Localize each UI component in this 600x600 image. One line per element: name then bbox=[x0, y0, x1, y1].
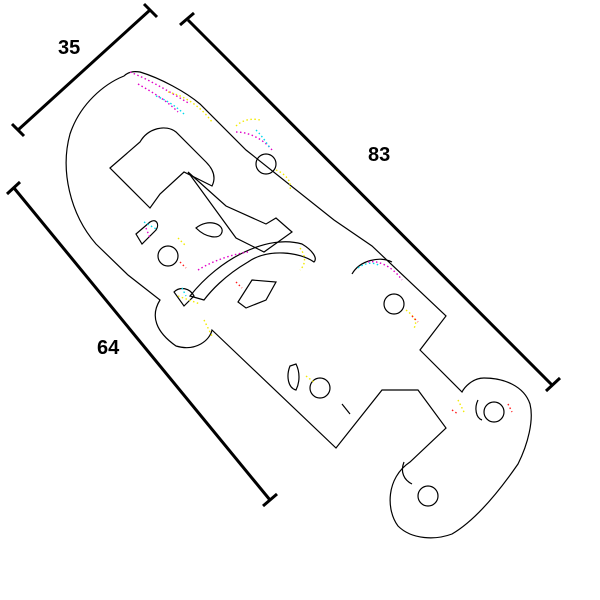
dimension-label-left: 64 bbox=[97, 337, 120, 359]
hole bbox=[417, 485, 439, 507]
dimension-tick bbox=[142, 2, 159, 19]
dimension-label-top-right: 83 bbox=[368, 144, 390, 166]
holes bbox=[157, 153, 505, 507]
arc-slot bbox=[188, 241, 316, 301]
detail-contours bbox=[135, 220, 483, 485]
hole bbox=[383, 293, 405, 315]
dimension-line-top-right bbox=[186, 18, 554, 387]
magenta-marks bbox=[197, 251, 249, 271]
detail-contour bbox=[341, 403, 351, 415]
dimension-tick bbox=[5, 180, 22, 196]
hole bbox=[157, 245, 179, 267]
dimension-line-left bbox=[12, 187, 272, 501]
detail-contour bbox=[401, 461, 413, 485]
red-marks bbox=[179, 261, 187, 269]
cyan-marks bbox=[155, 95, 185, 115]
dimension-tick bbox=[179, 11, 195, 27]
cyan-marks bbox=[143, 221, 159, 231]
inner-cutout-mid bbox=[187, 171, 293, 253]
hole bbox=[255, 153, 277, 175]
hole bbox=[309, 377, 331, 399]
magenta-marks bbox=[367, 260, 403, 281]
magenta-marks bbox=[145, 227, 151, 239]
cyan-marks bbox=[357, 262, 381, 269]
yellow-marks bbox=[305, 375, 315, 383]
red-marks bbox=[411, 315, 419, 323]
small-window bbox=[237, 279, 277, 309]
yellow-marks bbox=[299, 247, 306, 271]
yellow-marks bbox=[275, 169, 292, 191]
color-artifacts bbox=[129, 71, 513, 415]
dimension-line-top-left bbox=[16, 8, 152, 132]
inner-cutout-top bbox=[109, 127, 215, 209]
detail-contour bbox=[475, 399, 483, 421]
detail-contour bbox=[351, 258, 393, 275]
yellow-marks bbox=[235, 118, 261, 127]
dimension-label-top-left: 35 bbox=[58, 37, 80, 59]
magenta-marks bbox=[137, 83, 179, 113]
inner-cutout-low bbox=[195, 222, 223, 238]
magenta-marks bbox=[235, 131, 273, 151]
cyan-marks bbox=[181, 287, 187, 297]
yellow-marks bbox=[457, 399, 465, 413]
yellow-marks bbox=[167, 91, 213, 123]
dimension-tick bbox=[544, 376, 562, 393]
dimension-lines bbox=[5, 2, 562, 508]
red-marks bbox=[235, 281, 243, 289]
hole bbox=[483, 401, 505, 423]
magenta-marks bbox=[129, 71, 191, 105]
detail-contour bbox=[135, 220, 159, 245]
red-marks bbox=[451, 409, 459, 415]
yellow-marks bbox=[405, 309, 417, 329]
yellow-marks bbox=[177, 237, 187, 247]
red-marks bbox=[507, 403, 513, 413]
yellow-marks bbox=[203, 319, 213, 337]
dimension-tick bbox=[262, 492, 278, 508]
cyan-marks bbox=[255, 129, 271, 149]
detail-contour bbox=[287, 363, 300, 391]
detail-contour bbox=[173, 287, 195, 307]
dimension-tick bbox=[10, 122, 26, 138]
part-outline bbox=[65, 71, 532, 539]
